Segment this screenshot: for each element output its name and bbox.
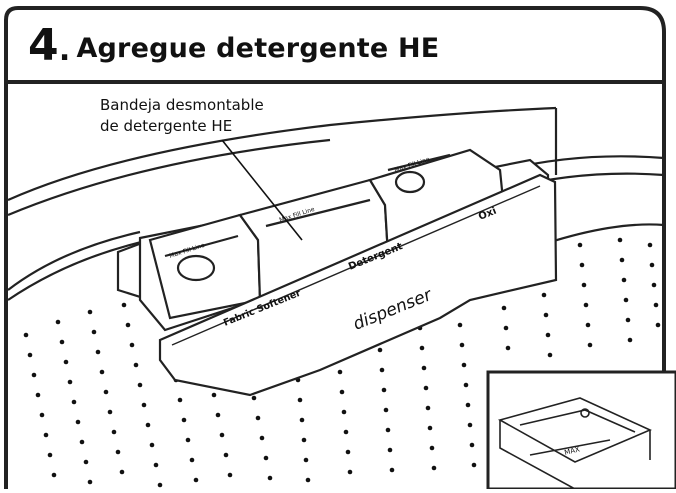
washer-top <box>7 106 665 301</box>
inset-max-label: MAX <box>564 445 581 457</box>
frame-border <box>4 6 666 489</box>
callout-line-1: Bandeja desmontable <box>100 96 264 114</box>
callout-label: Bandeja desmontable de detergente HE <box>100 95 264 137</box>
basket-holes <box>23 237 661 488</box>
step-title: Agregue detergente HE <box>76 33 440 64</box>
callout-leader <box>221 139 303 241</box>
dispenser-drawer <box>116 148 558 397</box>
step-heading: 4.Agregue detergente HE <box>28 24 440 69</box>
callout-line-2: de detergente HE <box>100 117 233 135</box>
step-number-dot: . <box>58 33 71 68</box>
step-number: 4 <box>28 20 59 71</box>
inset-detail: MAX <box>486 370 676 491</box>
